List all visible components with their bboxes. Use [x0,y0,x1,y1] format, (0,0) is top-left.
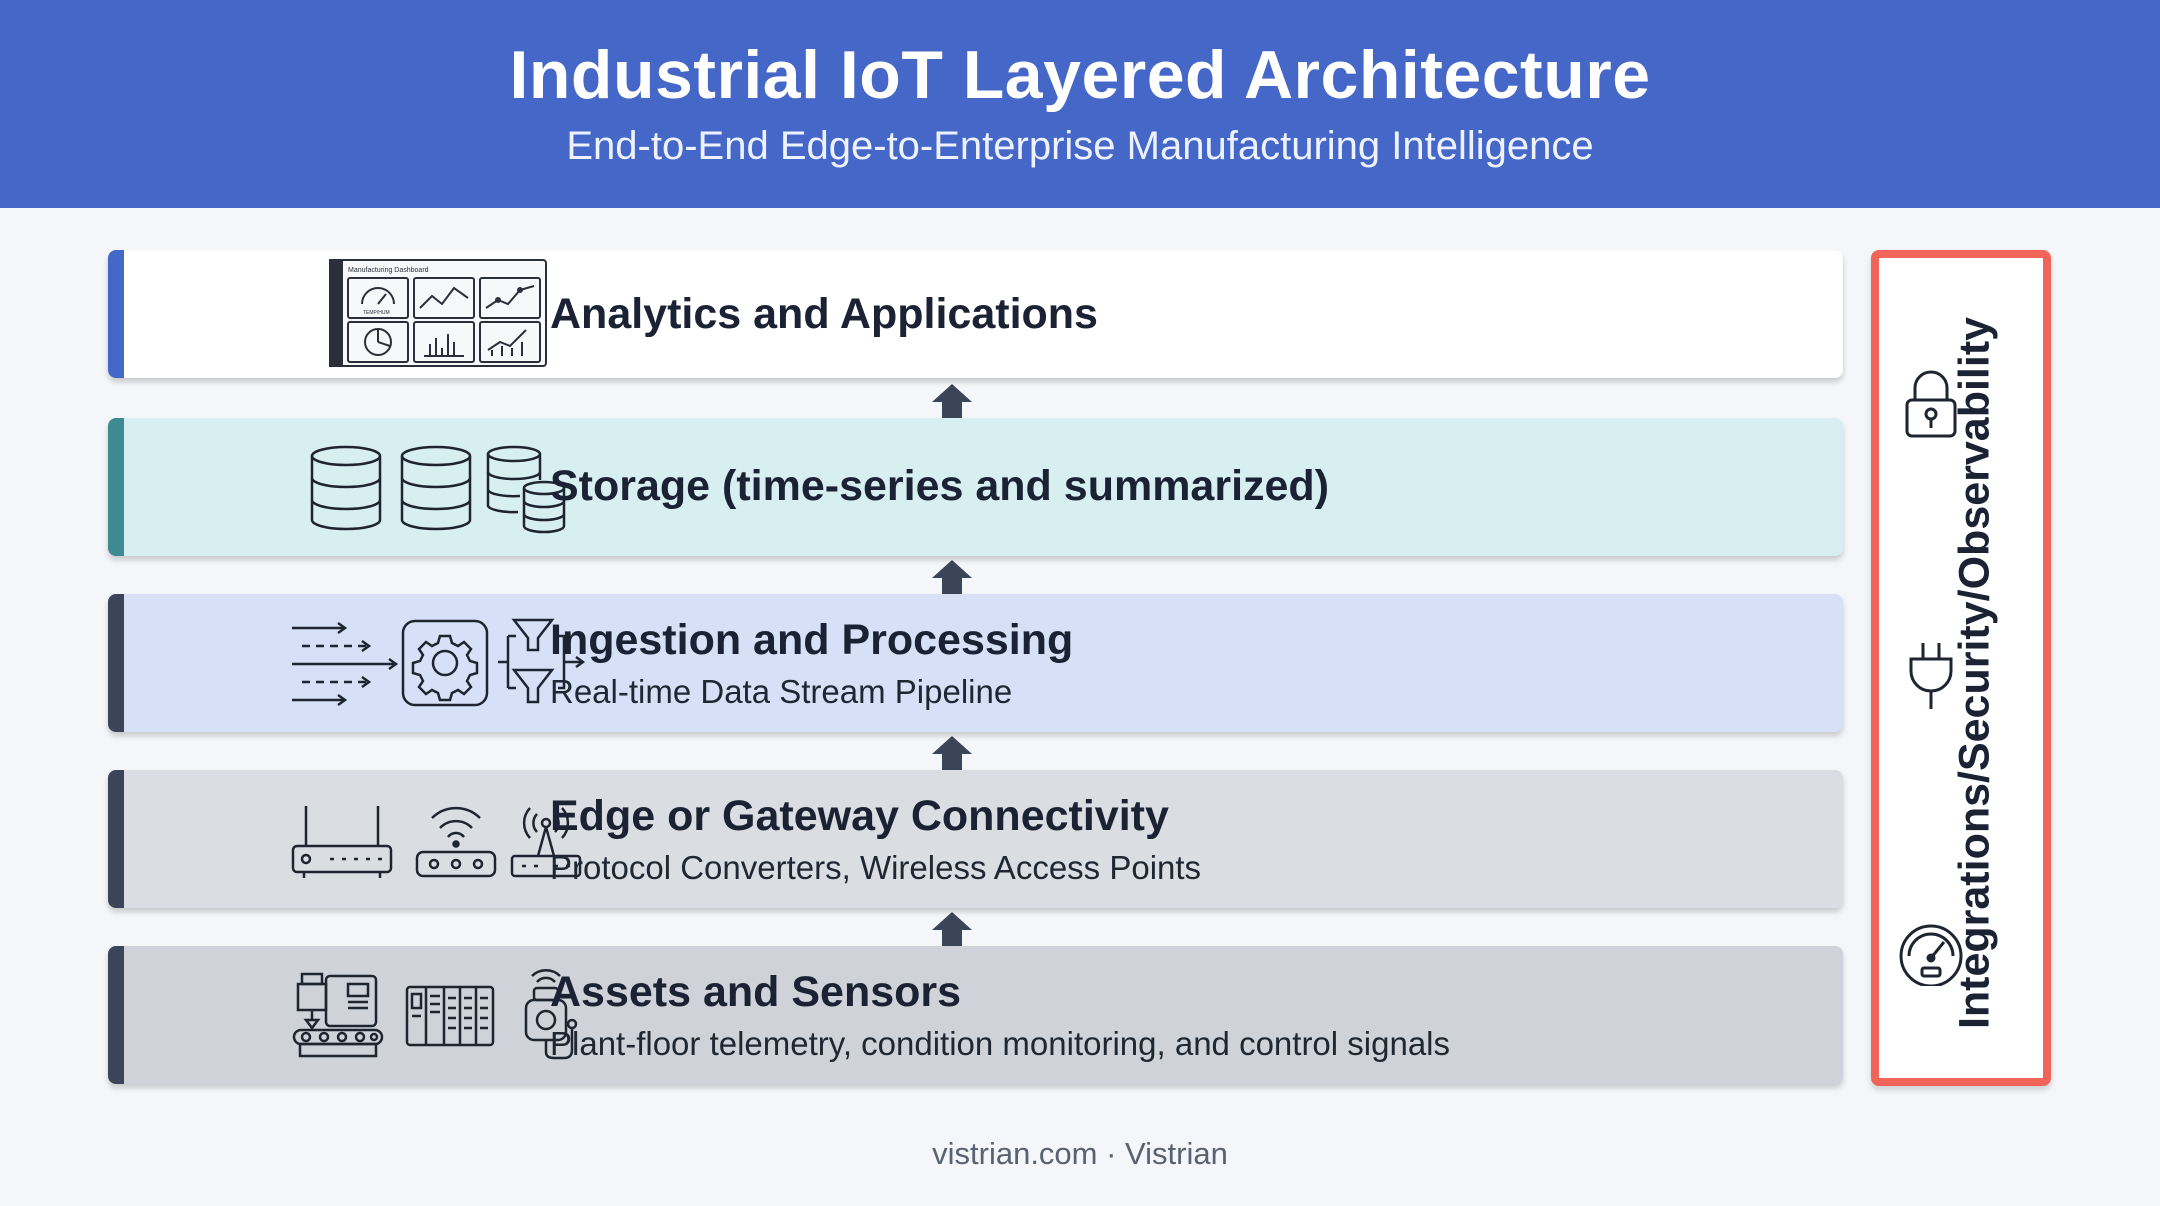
stacked-database-icon [486,445,566,534]
layer-description: Protocol Converters, Wireless Access Poi… [550,849,1202,886]
layer-title: Analytics and Applications [550,290,1098,338]
layer-ingestion: Ingestion and Processing Real-time Data … [108,594,1843,732]
up-arrow-icon [932,912,972,946]
plc-rack-icon [405,985,495,1047]
layer-title: Ingestion and Processing [550,616,1074,664]
layer-description: Plant-floor telemetry, condition monitor… [550,1025,1451,1062]
layer-icons [178,418,566,556]
diagram-subtitle: End-to-End Edge-to-Enterprise Manufactur… [566,124,1594,168]
layer-icons [178,946,578,1084]
footer-credit: vistrian.com · Vistrian [932,1136,1228,1171]
layer-icons [178,594,586,732]
svg-text:TEMP/HUM: TEMP/HUM [363,310,390,316]
svg-text:Manufacturing Dashboard: Manufacturing Dashboard [348,267,429,274]
gear-icon [401,619,489,707]
layer-accent-bar [108,594,124,732]
layer-accent-bar [108,418,124,556]
layer-title: Storage (time-series and summarized) [550,462,1330,510]
layer-title: Edge or Gateway Connectivity [550,792,1169,840]
layer-edge-gateway: Edge or Gateway Connectivity Protocol Co… [108,770,1843,908]
database-icon [310,445,382,531]
layer-accent-bar [108,770,124,908]
up-arrow-icon [932,560,972,594]
machine-icon [292,972,384,1058]
lock-icon [1905,370,1957,438]
layer-title: Assets and Sensors [550,968,962,1016]
layer-icons: Manufacturing Dashboard TEMP/HUM [178,250,547,378]
plug-icon [1909,643,1953,709]
layer-accent-bar [108,946,124,1084]
up-arrow-icon [932,384,972,418]
funnel-filter-icon [498,618,586,704]
up-arrow-icon [932,736,972,770]
layer-assets-sensors: Assets and Sensors Plant-floor telemetry… [108,946,1843,1084]
speedometer-icon [1899,924,1963,986]
database-icon [400,445,472,531]
router-icon [291,806,393,878]
diagram-title: Industrial IoT Layered Architecture [509,37,1651,113]
layer-icons [178,770,582,908]
header-banner: Industrial IoT Layered Architecture End-… [0,0,2160,208]
layer-storage: Storage (time-series and summarized) [108,418,1843,556]
wireless-sensor-icon [524,969,578,1060]
layer-description: Real-time Data Stream Pipeline [550,673,1013,710]
cross-cutting-panel: Integrations/Security/Observability [1871,250,2051,1086]
data-streams-icon [292,621,399,707]
wifi-gateway-icon [415,806,497,878]
panel-label: Integrations/Security/Observability [1950,316,1999,1030]
layer-analytics: Manufacturing Dashboard TEMP/HUM Analyt [108,250,1843,378]
layer-accent-bar [108,250,124,378]
dashboard-icon: Manufacturing Dashboard TEMP/HUM [329,259,547,367]
wireless-antenna-icon [510,807,582,878]
